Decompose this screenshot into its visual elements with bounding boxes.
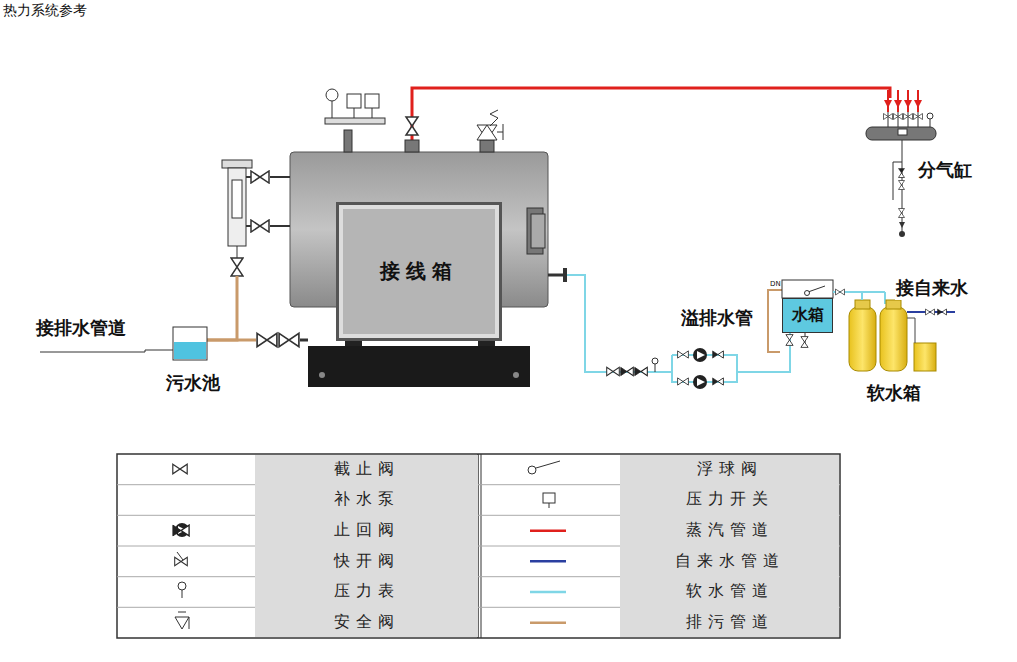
legend-swatch — [530, 529, 566, 532]
part-label: 接排水管道 — [35, 316, 127, 340]
part-label: 分气缸 — [917, 158, 973, 182]
legend-text: 快开阀 — [255, 546, 478, 577]
water-tank: 水箱 — [782, 298, 833, 333]
part-label: 污水池 — [165, 371, 221, 395]
part-label: 接自来水 — [895, 276, 969, 300]
legend-text: 补水泵 — [255, 485, 478, 516]
legend-text: 排污管道 — [620, 607, 840, 638]
legend-text: 安全阀 — [255, 607, 478, 638]
legend-text: 压力表 — [255, 577, 478, 608]
legend-swatch — [530, 621, 566, 624]
legend-text: 蒸汽管道 — [620, 515, 840, 546]
size-note: DN — [770, 280, 781, 288]
legend-swatch — [530, 560, 566, 563]
legend-text: 自来水管道 — [620, 546, 840, 577]
legend-text: 浮球阀 — [620, 454, 840, 485]
legend-text: 压力开关 — [620, 485, 840, 516]
junction-box: 接线箱 — [336, 202, 502, 341]
node-label: 接线箱 — [380, 258, 458, 285]
page-title: 热力系统参考 — [3, 2, 87, 20]
part-label: 软水箱 — [866, 381, 922, 405]
legend-text: 截止阀 — [255, 454, 478, 485]
legend-text: 软水管道 — [620, 577, 840, 608]
node-label: 水箱 — [792, 305, 824, 326]
part-label: 溢排水管 — [680, 306, 754, 330]
legend-text: 止回阀 — [255, 515, 478, 546]
legend-swatch — [530, 591, 566, 594]
